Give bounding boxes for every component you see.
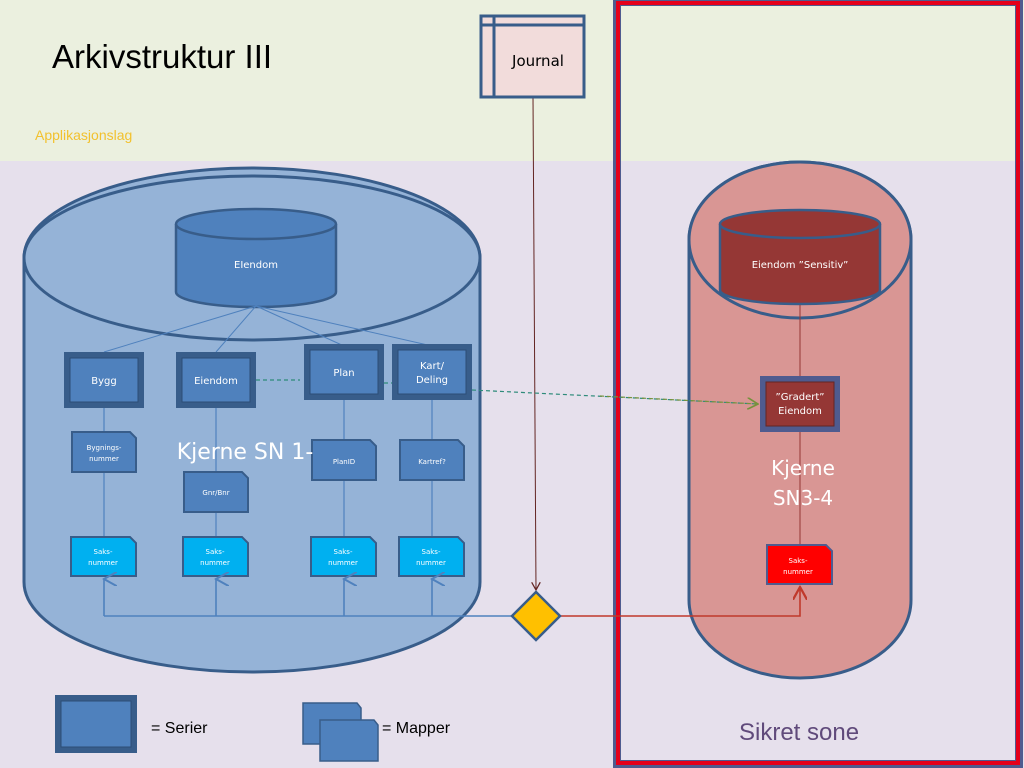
folder-kartref[interactable]: Kartref? [399,439,465,481]
page-title: Arkivstruktur III [52,38,273,75]
series-eiendom-label: Eiendom [194,376,238,387]
case-number-2-label-2: nummer [200,559,230,567]
database-connectors [103,305,433,353]
right-core-label-2: SN3-4 [773,486,833,510]
journal-connector [533,96,536,590]
series-kart-label-2: Deling [416,375,448,386]
eiendom-database: EIendom [174,207,338,309]
series-gradert-eiendom[interactable]: ”Gradert” Eiendom [760,376,840,432]
folder-bygningsnummer[interactable]: Bygnings- nummer [71,431,137,473]
folder-bygningsnummer-label-1: Bygnings- [87,444,122,452]
application-layer-label: Applikasjonslag [35,127,133,143]
folder-bygningsnummer-label-2: nummer [89,455,119,463]
right-core-label-1: Kjerne [771,456,835,480]
series-kart-deling[interactable]: Kart/ Deling [392,344,472,400]
series-plan-label: Plan [333,368,354,379]
case-number-secure-label-2: nummer [783,568,813,576]
sensitive-database: Eiendom ”Sensitiv” [718,208,882,306]
journal-box[interactable]: Journal [479,14,586,99]
case-number-secure[interactable]: Saks- nummer [766,544,833,585]
eiendom-database-label: EIendom [234,260,278,271]
series-bygg-label: Bygg [91,376,116,387]
legend-folders-label: = Mapper [382,720,451,737]
series-eiendom[interactable]: Eiendom [176,352,256,408]
folder-planid-label: PlanID [333,458,355,466]
legend-series-label: = Serier [151,720,208,737]
classified-link-arrow [599,395,758,404]
secure-zone-frame [613,0,1023,768]
case-number-secure-label-1: Saks- [789,557,808,565]
folder-planid[interactable]: PlanID [311,439,377,481]
case-number-4[interactable]: Saks- nummer [398,536,465,577]
journal-label: Journal [511,52,564,70]
vertical-connectors [103,400,433,537]
secure-connector [560,587,800,617]
series-plan[interactable]: Plan [304,344,384,400]
case-number-3[interactable]: Saks- nummer [310,536,377,577]
folder-kartref-label: Kartref? [418,458,446,466]
folder-gnr-bnr[interactable]: Gnr/Bnr [183,471,249,513]
case-number-1[interactable]: Saks- nummer [70,536,137,577]
case-number-3-label-2: nummer [328,559,358,567]
series-bygg[interactable]: Bygg [64,352,144,408]
folder-gnr-bnr-label: Gnr/Bnr [202,489,229,497]
case-number-4-label-2: nummer [416,559,446,567]
case-number-4-label-1: Saks- [422,548,441,556]
gradert-label-1: ”Gradert” [776,392,825,403]
sensitive-database-label: Eiendom ”Sensitiv” [752,260,849,271]
case-number-1-label-1: Saks- [94,548,113,556]
case-number-2[interactable]: Saks- nummer [182,536,249,577]
case-number-1-label-2: nummer [88,559,118,567]
case-number-3-label-1: Saks- [334,548,353,556]
decision-diamond[interactable] [510,590,562,642]
series-kart-label-1: Kart/ [420,361,445,372]
legend-folders-icon [302,702,379,762]
left-core-label: Kjerne SN 1- [177,440,314,465]
legend-series-icon [55,695,137,753]
distribution-lines [104,579,512,617]
secure-zone-label: Sikret sone [739,719,860,746]
gradert-label-2: Eiendom [778,406,822,417]
case-number-2-label-1: Saks- [206,548,225,556]
